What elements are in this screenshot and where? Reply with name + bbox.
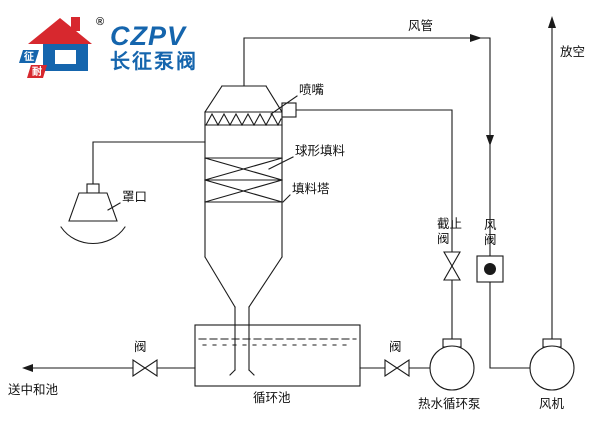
- outlet-valve-right-triangle: [144, 358, 158, 378]
- outlet-valve-label: 阀: [134, 340, 147, 354]
- fan-casing: [529, 345, 575, 391]
- vent-label: 放空: [560, 44, 585, 59]
- tower-lid-left: [204, 85, 223, 113]
- hood-leader-line: [107, 202, 121, 211]
- fan-label: 风机: [539, 397, 565, 411]
- outlet-valve: [132, 358, 158, 378]
- drain-flare-right: [248, 369, 255, 376]
- logo-roof-icon: [28, 18, 92, 44]
- packing-x-lower-2: [204, 179, 283, 203]
- arrow-up-icon: [548, 16, 556, 28]
- packed-tower: [204, 85, 297, 376]
- flow-arrows: [22, 16, 556, 372]
- stop-valve-top-triangle: [443, 251, 461, 268]
- nozzle-label: 喷嘴: [299, 83, 325, 97]
- arrow-left-icon: [22, 364, 33, 372]
- arrow-right-icon: [470, 34, 482, 42]
- to-neutralization-label: 送中和池: [8, 382, 59, 397]
- logo-chimney-shape: [71, 17, 80, 31]
- logo-badge-top-shape: [19, 50, 39, 63]
- suction-hood: [60, 183, 126, 245]
- pump-inlet-valve: [384, 358, 410, 378]
- packing-x-upper-2: [204, 157, 283, 181]
- tower-cone-right: [248, 256, 283, 308]
- air-valve-label-line1: 风: [484, 218, 497, 232]
- air-valve-disc-icon: [484, 263, 496, 275]
- logo-badge-bottom-text: 耐: [32, 65, 42, 78]
- duct-label: 风管: [408, 18, 433, 33]
- logo-badge-top-text: 征: [24, 50, 34, 63]
- pump-inlet-valve-label: 阀: [389, 340, 402, 354]
- top-duct-pipe: [243, 37, 491, 257]
- packing-leader-line: [268, 156, 294, 170]
- stop-valve: [443, 251, 461, 281]
- nozzle-leader-line: [270, 95, 298, 115]
- hood-bowl: [60, 226, 126, 245]
- fan-inlet-pipe: [489, 281, 531, 369]
- leader-lines: [107, 95, 298, 211]
- hot-water-pump: [429, 338, 475, 391]
- outlet-valve-left-triangle: [132, 358, 146, 378]
- circulation-pool: [194, 324, 361, 387]
- stop-valve-label-line1: 截止: [437, 217, 462, 231]
- fan: [529, 338, 575, 391]
- logo-badge-bottom-shape: [27, 65, 47, 78]
- nozzle-inlet-box: [281, 102, 297, 118]
- stop-valve-label-line2: 阀: [437, 232, 450, 246]
- stop-valve-bottom-triangle: [443, 264, 461, 281]
- arrow-down-icon: [486, 135, 494, 146]
- tower-cone-left: [204, 256, 236, 308]
- packed-tower-label: 填料塔: [292, 182, 330, 196]
- registered-mark: ®: [96, 16, 104, 28]
- air-valve-label-line2: 阀: [484, 233, 497, 247]
- circulation-pool-label: 循环池: [253, 391, 291, 405]
- air-valve: [476, 255, 504, 283]
- diagram-linework: [22, 16, 575, 391]
- company-logo: 征 耐 ® CZPV 长征泵阀: [19, 16, 198, 78]
- brand-acronym: CZPV: [110, 21, 187, 51]
- diagram-labels: 风管 放空 喷嘴 球形填料 填料塔 罩口 截止 阀 风 阀 阀 阀 送中和池 循…: [8, 18, 585, 411]
- hood-duct-pipe: [92, 141, 206, 185]
- hood-neck: [86, 183, 100, 194]
- pump-inlet-valve-left-triangle: [384, 358, 398, 378]
- pump-casing: [429, 345, 475, 391]
- spray-demister-zigzag: [205, 112, 282, 127]
- hood-cone: [68, 192, 118, 222]
- drain-flare-left: [229, 369, 236, 376]
- logo-window-shape: [55, 50, 76, 64]
- hood-label: 罩口: [122, 190, 147, 204]
- tower-leader-line: [282, 194, 291, 203]
- pump-inlet-valve-right-triangle: [396, 358, 410, 378]
- pool-tank: [194, 324, 361, 387]
- brand-name: 长征泵阀: [110, 49, 198, 73]
- hot-water-pump-label: 热水循环泵: [418, 397, 481, 411]
- spherical-packing-label: 球形填料: [295, 144, 346, 158]
